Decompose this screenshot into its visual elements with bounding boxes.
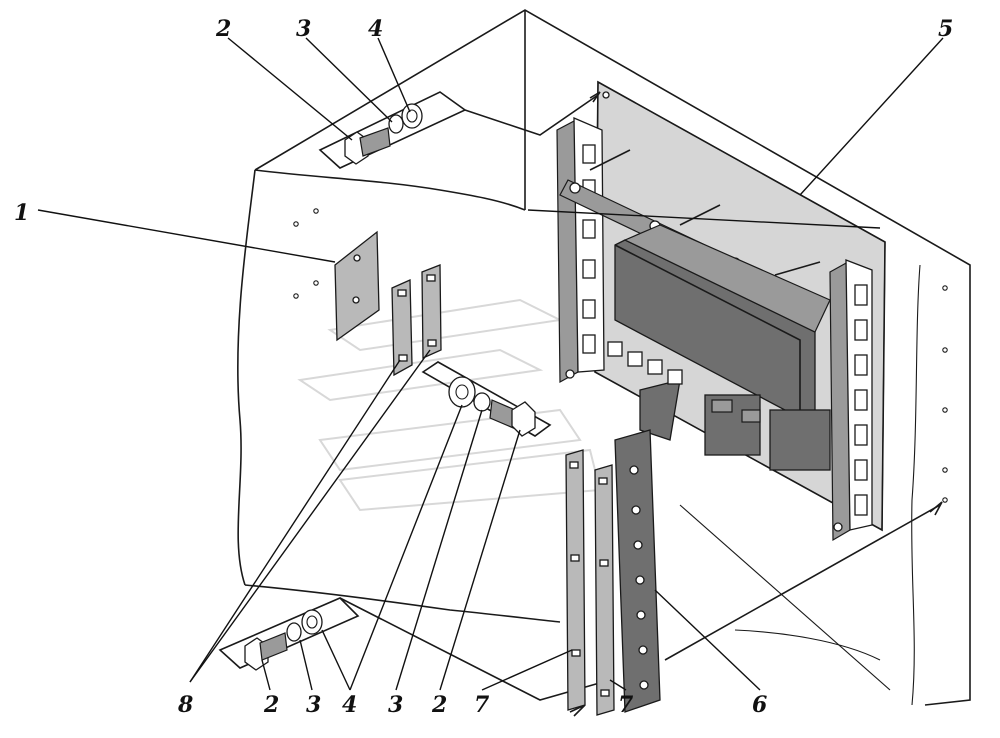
callout-7-right: 7 [618,692,634,718]
right-rail-slots [854,284,868,516]
strips-7 [565,449,615,716]
callout-3-mid: 3 [388,692,403,718]
fastener-group-top [318,91,601,169]
callout-6: 6 [752,692,767,718]
callout-2-bottom: 2 [263,692,279,718]
leader-lines [37,37,944,691]
callout-2-mid: 2 [431,692,447,718]
fastener-group-middle [421,361,552,437]
plate-6 [614,429,943,713]
callout-labels: 1 2 3 4 5 8 2 3 4 3 2 7 7 6 4 [14,16,953,718]
mounting-plate-1 [334,230,380,342]
callout-4-bottom: 4 [342,692,357,718]
callout-5: 5 [938,16,953,42]
spacer-strips-8 [391,264,442,377]
callout-1: 1 [14,200,29,226]
callout-7-left: 7 [474,692,490,718]
callout-8: 8 [177,692,193,718]
control-panel [556,80,886,542]
callout-3-bottom: 3 [306,692,321,718]
callout-3-top: 3 [296,16,311,42]
cabinet-wall [237,9,971,706]
callout-2-top: 2 [215,16,231,42]
callout-4-top: 4 [368,16,383,42]
